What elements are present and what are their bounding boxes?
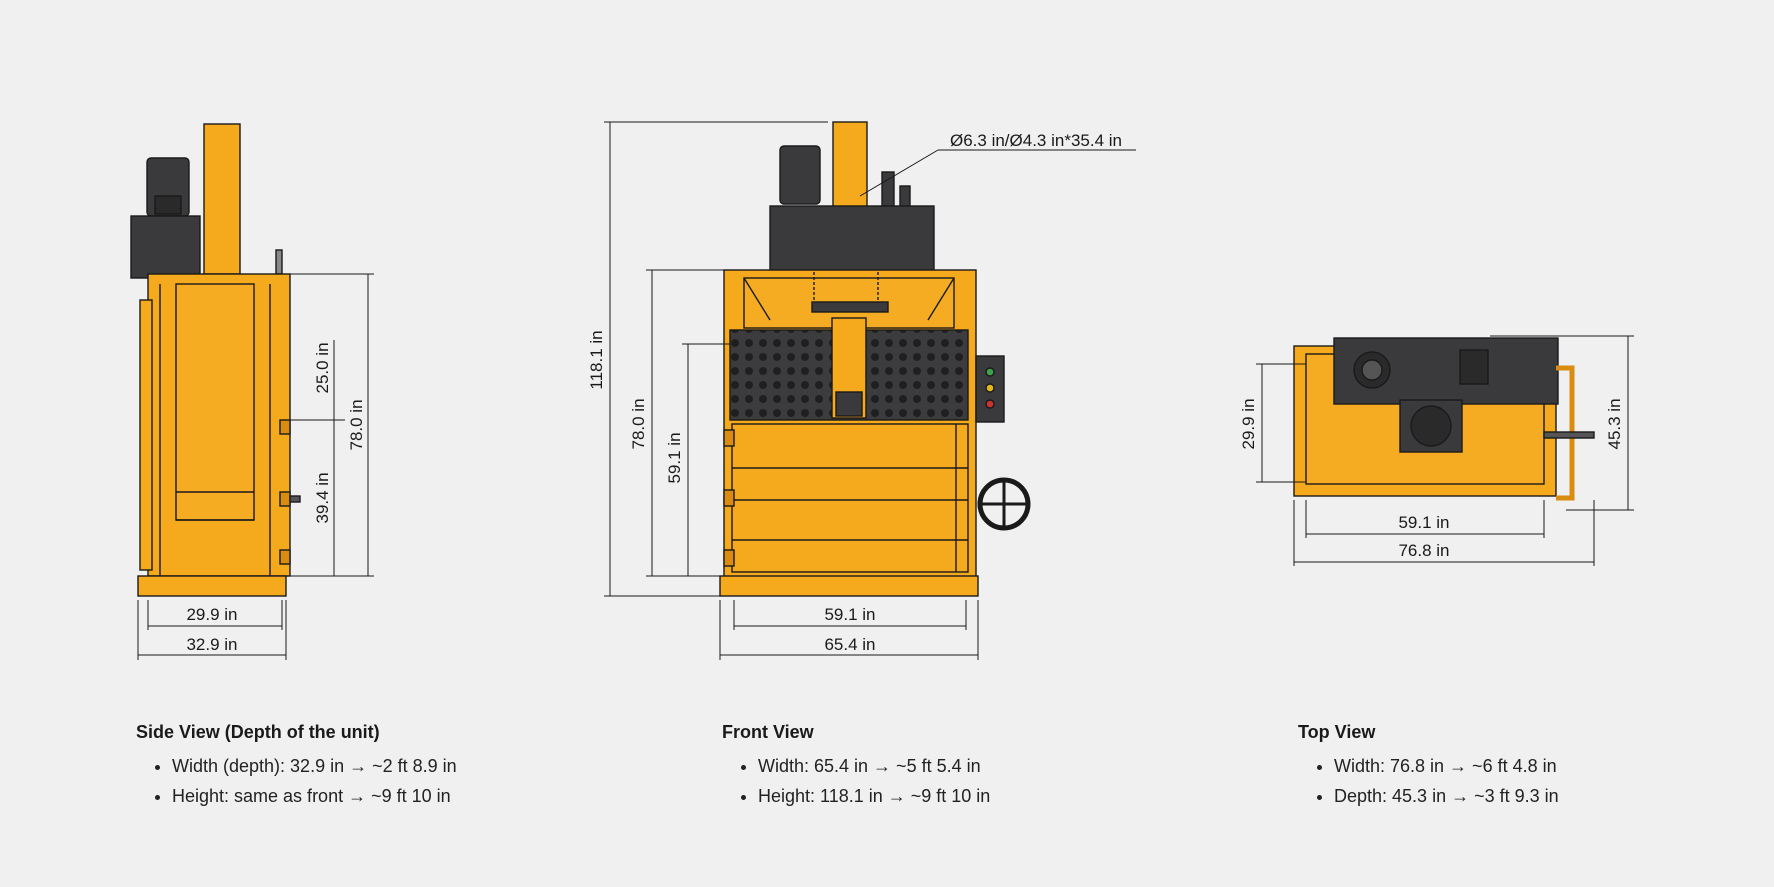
side-view-title: Side View (Depth of the unit) (136, 722, 380, 742)
top-view-title: Top View (1298, 722, 1376, 742)
front-view-list: Width: 65.4 in → ~5 ft 5.4 in Height: 11… (722, 751, 990, 811)
front-dim-59-1-height: 59.1 in (665, 432, 684, 483)
front-view-title: Front View (722, 722, 814, 742)
side-view (130, 123, 301, 597)
top-view-item-width: Width: 76.8 in → ~6 ft 4.8 in (1334, 751, 1559, 781)
side-dim-29-9: 29.9 in (186, 605, 237, 624)
top-dim-76-8: 76.8 in (1398, 541, 1449, 560)
top-view-list: Width: 76.8 in → ~6 ft 4.8 in Depth: 45.… (1298, 751, 1559, 811)
front-dim-59-1-width: 59.1 in (824, 605, 875, 624)
front-view (719, 121, 1031, 597)
top-dim-29-9: 29.9 in (1239, 398, 1258, 449)
side-view-list: Width (depth): 32.9 in → ~2 ft 8.9 in He… (136, 751, 457, 811)
front-dim-78: 78.0 in (629, 398, 648, 449)
front-view-item-height: Height: 118.1 in → ~9 ft 10 in (758, 781, 990, 811)
side-dim-78: 78.0 in (347, 399, 366, 450)
top-view-caption: Top View Width: 76.8 in → ~6 ft 4.8 in D… (1298, 722, 1559, 811)
top-view (1293, 337, 1595, 501)
top-view-dimension-lines (1256, 335, 1634, 566)
side-dim-32-9: 32.9 in (186, 635, 237, 654)
top-dim-59-1: 59.1 in (1398, 513, 1449, 532)
side-dim-39: 39.4 in (313, 472, 332, 523)
front-dim-118: 118.1 in (587, 330, 606, 389)
front-view-dimension-lines (604, 121, 1136, 660)
top-dim-45-3: 45.3 in (1605, 398, 1624, 449)
front-view-item-width: Width: 65.4 in → ~5 ft 5.4 in (758, 751, 990, 781)
top-view-item-depth: Depth: 45.3 in → ~3 ft 9.3 in (1334, 781, 1559, 811)
side-dim-25: 25.0 in (313, 342, 332, 393)
side-view-item-height: Height: same as front → ~9 ft 10 in (172, 781, 457, 811)
side-view-dimension-lines (137, 273, 374, 660)
front-view-caption: Front View Width: 65.4 in → ~5 ft 5.4 in… (722, 722, 990, 811)
side-view-item-depth: Width (depth): 32.9 in → ~2 ft 8.9 in (172, 751, 457, 781)
front-dim-65-4: 65.4 in (824, 635, 875, 654)
front-dim-cylinder: Ø6.3 in/Ø4.3 in*35.4 in (950, 131, 1122, 150)
side-view-caption: Side View (Depth of the unit) Width (dep… (136, 722, 457, 811)
